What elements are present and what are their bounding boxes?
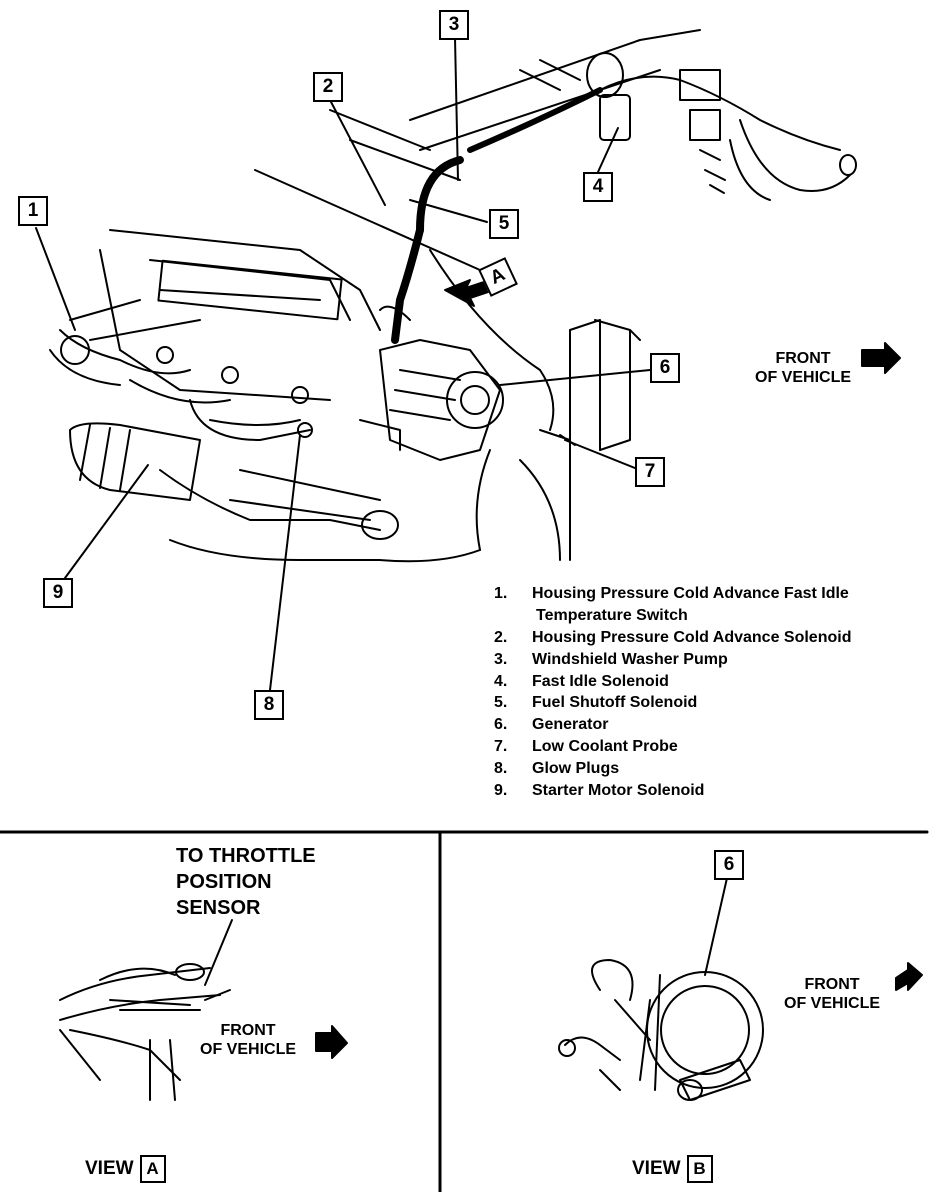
view-b-front-arrow-icon: [895, 962, 923, 991]
callout-2: 2: [313, 72, 343, 102]
view-a-front-line-1: FRONT: [220, 1022, 276, 1039]
callout-6: 6: [650, 353, 680, 383]
view-b-caption: VIEW B: [632, 1155, 713, 1183]
callout-8: 8: [254, 690, 284, 720]
legend-text: Housing Pressure Cold Advance Fast Idle: [532, 585, 849, 602]
front-line-2: OF VEHICLE: [755, 369, 852, 386]
leader-lines: [35, 37, 651, 691]
view-b-leader-line: [704, 877, 728, 976]
legend-text: Housing Pressure Cold Advance Solenoid: [532, 628, 852, 646]
legend-text: Low Coolant Probe: [532, 738, 678, 756]
view-a-word: VIEW: [85, 1158, 134, 1179]
legend-number: 8.: [494, 760, 508, 778]
legend-text: Fuel Shutoff Solenoid: [532, 694, 698, 712]
view-b-letter-box: B: [686, 1155, 713, 1183]
view-a-illustration: [59, 919, 348, 1101]
tps-label: TO THROTTLE POSITION SENSOR: [176, 843, 316, 921]
legend-item: 3. Windshield Washer Pump: [494, 649, 851, 671]
legend-text-cont: Temperature Switch: [536, 606, 688, 624]
legend-item: 7. Low Coolant Probe: [494, 736, 851, 758]
component-legend: 1. Housing Pressure Cold Advance Fast Id…: [494, 583, 851, 802]
front-of-vehicle-label: FRONT OF VEHICLE: [755, 349, 851, 387]
legend-number: 4.: [494, 672, 508, 690]
tps-leader-line: [204, 919, 233, 986]
callout-4: 4: [583, 172, 613, 202]
view-b-front-line-2: OF VEHICLE: [784, 995, 881, 1012]
callout-3: 3: [439, 10, 469, 40]
view-a-front-label: FRONT OF VEHICLE: [200, 1021, 296, 1059]
legend-number: 6.: [494, 716, 508, 734]
legend-number: 9.: [494, 782, 508, 800]
tps-line-1: TO THROTTLE: [176, 845, 316, 867]
legend-item: 4. Fast Idle Solenoid: [494, 671, 851, 693]
view-b-front-line-1: FRONT: [804, 976, 860, 993]
legend-item: 5. Fuel Shutoff Solenoid: [494, 692, 851, 714]
legend-item: 1. Housing Pressure Cold Advance Fast Id…: [494, 583, 851, 627]
view-b-word: VIEW: [632, 1158, 681, 1179]
legend-item: 8. Glow Plugs: [494, 758, 851, 780]
legend-item: 2. Housing Pressure Cold Advance Solenoid: [494, 627, 851, 649]
callout-7: 7: [635, 457, 665, 487]
legend-number: 5.: [494, 694, 508, 712]
legend-text: Fast Idle Solenoid: [532, 672, 669, 690]
view-b-front-label: FRONT OF VEHICLE: [784, 975, 880, 1013]
legend-text: Windshield Washer Pump: [532, 650, 728, 668]
front-line-1: FRONT: [775, 350, 831, 367]
callout-1: 1: [18, 196, 48, 226]
legend-number: 7.: [494, 738, 508, 756]
view-a-front-arrow-icon: [315, 1025, 348, 1059]
view-a-letter-box: A: [139, 1155, 166, 1183]
view-a-caption: VIEW A: [85, 1155, 166, 1183]
legend-number: 1.: [494, 585, 508, 602]
callout-view-b-6: 6: [714, 850, 744, 880]
engine-illustration: [49, 29, 901, 563]
legend-text: Glow Plugs: [532, 760, 620, 778]
legend-item: 9. Starter Motor Solenoid: [494, 780, 851, 802]
front-arrow-icon: [861, 342, 901, 374]
legend-number: 2.: [494, 628, 508, 646]
legend-text: Starter Motor Solenoid: [532, 782, 705, 800]
view-b-illustration: [558, 877, 923, 1101]
legend-item: 6. Generator: [494, 714, 851, 736]
legend-number: 3.: [494, 650, 508, 668]
callout-5: 5: [489, 209, 519, 239]
legend-text: Generator: [532, 716, 609, 734]
view-a-front-line-2: OF VEHICLE: [200, 1041, 297, 1058]
tps-line-3: SENSOR: [176, 897, 261, 919]
callout-9: 9: [43, 578, 73, 608]
tps-line-2: POSITION: [176, 871, 272, 893]
